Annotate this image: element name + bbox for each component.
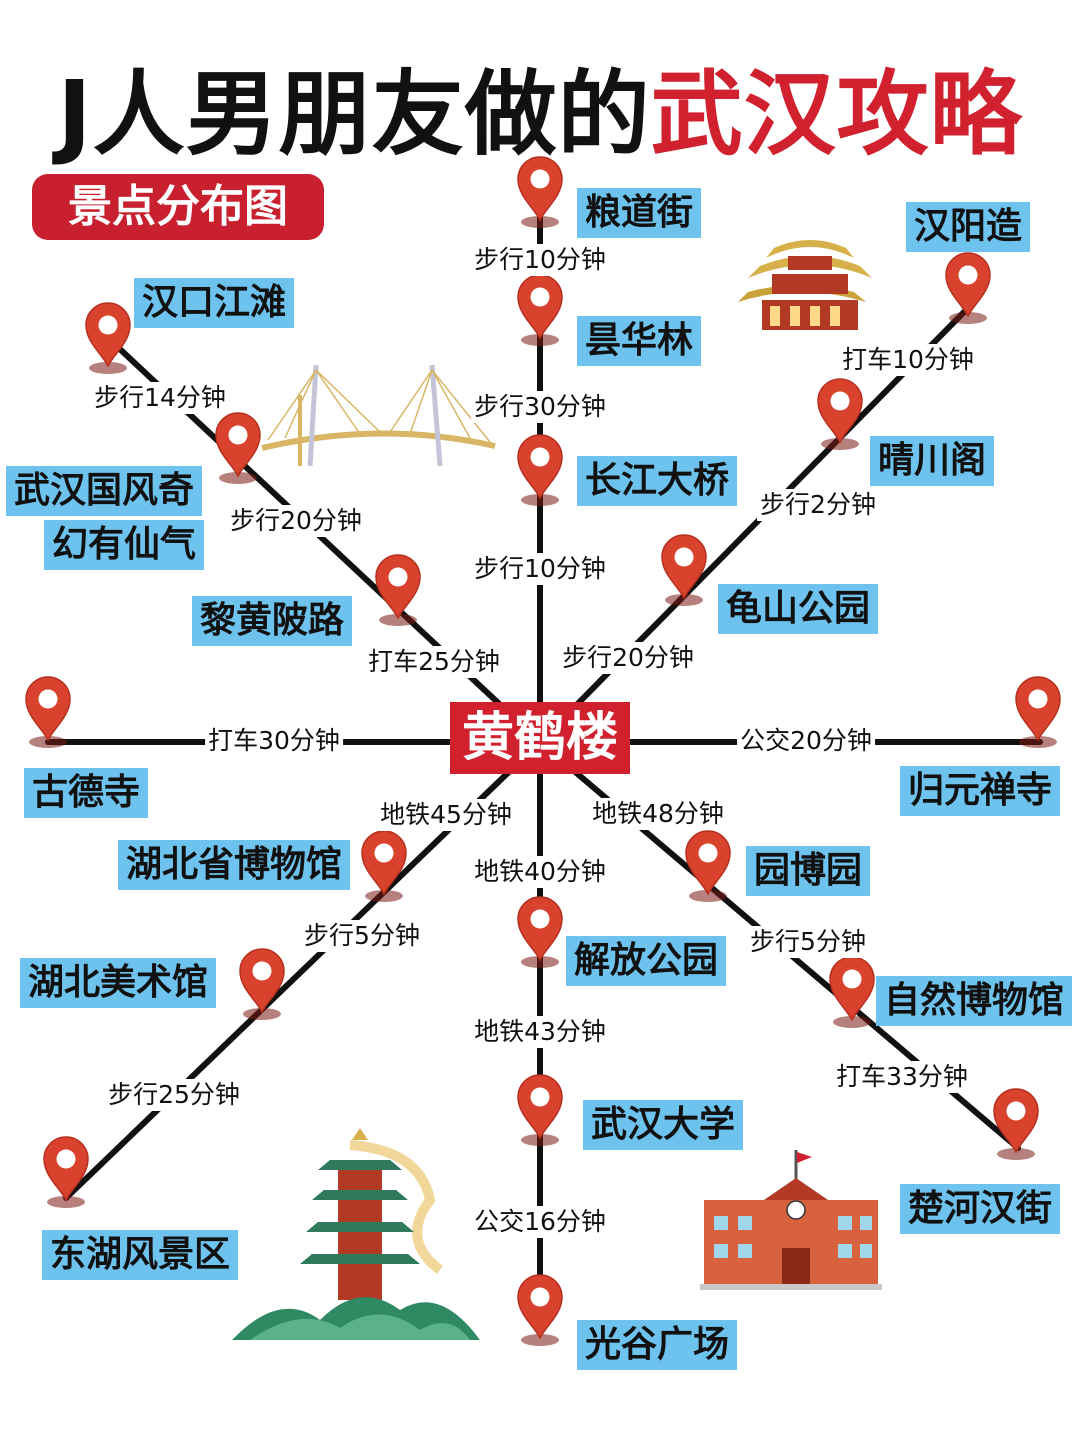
map-pin-icon bbox=[517, 434, 563, 507]
stop-guiyuanchansi[interactable]: 归元禅寺 bbox=[900, 766, 1061, 816]
stop-wuhandaxue[interactable]: 武汉大学 bbox=[583, 1100, 744, 1150]
map-pin-icon bbox=[517, 1274, 563, 1347]
stop-wuhanqifeng-line2[interactable]: 幻有仙气 bbox=[44, 520, 205, 570]
stop-gudesi[interactable]: 古德寺 bbox=[24, 768, 149, 818]
stop-zirangbowuguan[interactable]: 自然博物馆 bbox=[876, 976, 1073, 1026]
yellow-crane-tower-icon bbox=[232, 1128, 480, 1340]
segment-gudesi-huanghelou: 打车30分钟 bbox=[205, 725, 343, 757]
stop-tanhualin[interactable]: 昙华林 bbox=[577, 316, 702, 366]
stop-yuanboyuan[interactable]: 园博园 bbox=[746, 846, 871, 896]
segment-wuhandaxue-guangguguangchang: 公交16分钟 bbox=[471, 1206, 609, 1238]
title-main: J人男朋友做的 bbox=[57, 61, 651, 168]
segment-guishangongyuan-huanghelou: 步行20分钟 bbox=[559, 642, 697, 674]
segment-zirangbowuguan-chuhehanjie: 打车33分钟 bbox=[833, 1061, 971, 1093]
map-pin-icon bbox=[375, 554, 421, 627]
map-pin-icon bbox=[239, 948, 285, 1021]
stop-qingchuange[interactable]: 晴川阁 bbox=[870, 436, 995, 486]
segment-wuhanqifeng-lihuangbeilu: 步行20分钟 bbox=[227, 505, 365, 537]
segment-hankoujiangtan-wuhanqifeng: 步行14分钟 bbox=[91, 382, 229, 414]
map-pin-icon bbox=[85, 302, 131, 375]
school-building-icon bbox=[700, 1150, 882, 1290]
segment-hubeimeishuguan-donghu: 步行25分钟 bbox=[105, 1079, 243, 1111]
segment-liangdaojie-tanhualin: 步行10分钟 bbox=[471, 244, 609, 276]
segment-hanyangzao-qingchuange: 打车10分钟 bbox=[839, 344, 977, 376]
stop-hubeibowuguan[interactable]: 湖北省博物馆 bbox=[118, 840, 351, 890]
segment-jiefanggongyuan-wuhandaxue: 地铁43分钟 bbox=[471, 1016, 609, 1048]
stop-lihuangbeilu[interactable]: 黎黄陂路 bbox=[192, 596, 353, 646]
stop-changjiangdaqiao[interactable]: 长江大桥 bbox=[577, 456, 738, 506]
segment-hubeibowuguan-hubeimeishuguan: 步行5分钟 bbox=[301, 920, 423, 952]
map-pin-icon bbox=[361, 830, 407, 903]
page-title: J人男朋友做的武汉攻略 bbox=[0, 40, 1080, 173]
map-pin-icon bbox=[517, 896, 563, 969]
stop-huanghelou[interactable]: 黄鹤楼 bbox=[450, 702, 631, 774]
map-pin-icon bbox=[945, 252, 991, 325]
segment-huanghelou-hubeibowuguan: 地铁45分钟 bbox=[377, 799, 515, 831]
map-pin-icon bbox=[685, 830, 731, 903]
segment-huanghelou-jiefanggongyuan: 地铁40分钟 bbox=[471, 856, 609, 888]
stop-liangdaojie[interactable]: 粮道街 bbox=[577, 188, 702, 238]
stop-donghu[interactable]: 东湖风景区 bbox=[42, 1230, 239, 1280]
stop-hanyangzao[interactable]: 汉阳造 bbox=[906, 202, 1031, 252]
map-pin-icon bbox=[817, 378, 863, 451]
stop-jiefanggongyuan[interactable]: 解放公园 bbox=[566, 936, 727, 986]
title-highlight: 武汉攻略 bbox=[650, 61, 1023, 168]
segment-huanghelou-guiyuanchansi: 公交20分钟 bbox=[737, 725, 875, 757]
segment-tanhualin-changjiangdaqiao: 步行30分钟 bbox=[471, 391, 609, 423]
stop-guishangongyuan[interactable]: 龟山公园 bbox=[718, 584, 879, 634]
segment-huanghelou-yuanboyuan: 地铁48分钟 bbox=[589, 798, 727, 830]
map-pin-icon bbox=[993, 1088, 1039, 1161]
map-pin-icon bbox=[43, 1136, 89, 1209]
segment-changjiangdaqiao-huanghelou: 步行10分钟 bbox=[471, 553, 609, 585]
segment-qingchuange-guishangongyuan: 步行2分钟 bbox=[757, 489, 879, 521]
stop-chuhehanjie[interactable]: 楚河汉街 bbox=[900, 1184, 1061, 1234]
map-pin-icon bbox=[25, 676, 71, 749]
map-pin-icon bbox=[1015, 676, 1061, 749]
segment-yuanboyuan-zirangbowuguan: 步行5分钟 bbox=[747, 926, 869, 958]
stop-wuhanqifeng-line1[interactable]: 武汉国风奇 bbox=[6, 466, 203, 516]
pavilion-icon bbox=[738, 240, 872, 330]
map-pin-icon bbox=[661, 534, 707, 607]
stop-hubeimeishuguan[interactable]: 湖北美术馆 bbox=[20, 958, 217, 1008]
subtitle-badge: 景点分布图 bbox=[32, 174, 324, 240]
map-pin-icon bbox=[517, 274, 563, 347]
stop-hankoujiangtan[interactable]: 汉口江滩 bbox=[134, 278, 295, 328]
segment-lihuangbeilu-huanghelou: 打车25分钟 bbox=[365, 646, 503, 678]
map-pin-icon bbox=[517, 1074, 563, 1147]
stop-guangguguangchang[interactable]: 光谷广场 bbox=[577, 1320, 738, 1370]
cable-bridge-icon bbox=[261, 364, 496, 467]
